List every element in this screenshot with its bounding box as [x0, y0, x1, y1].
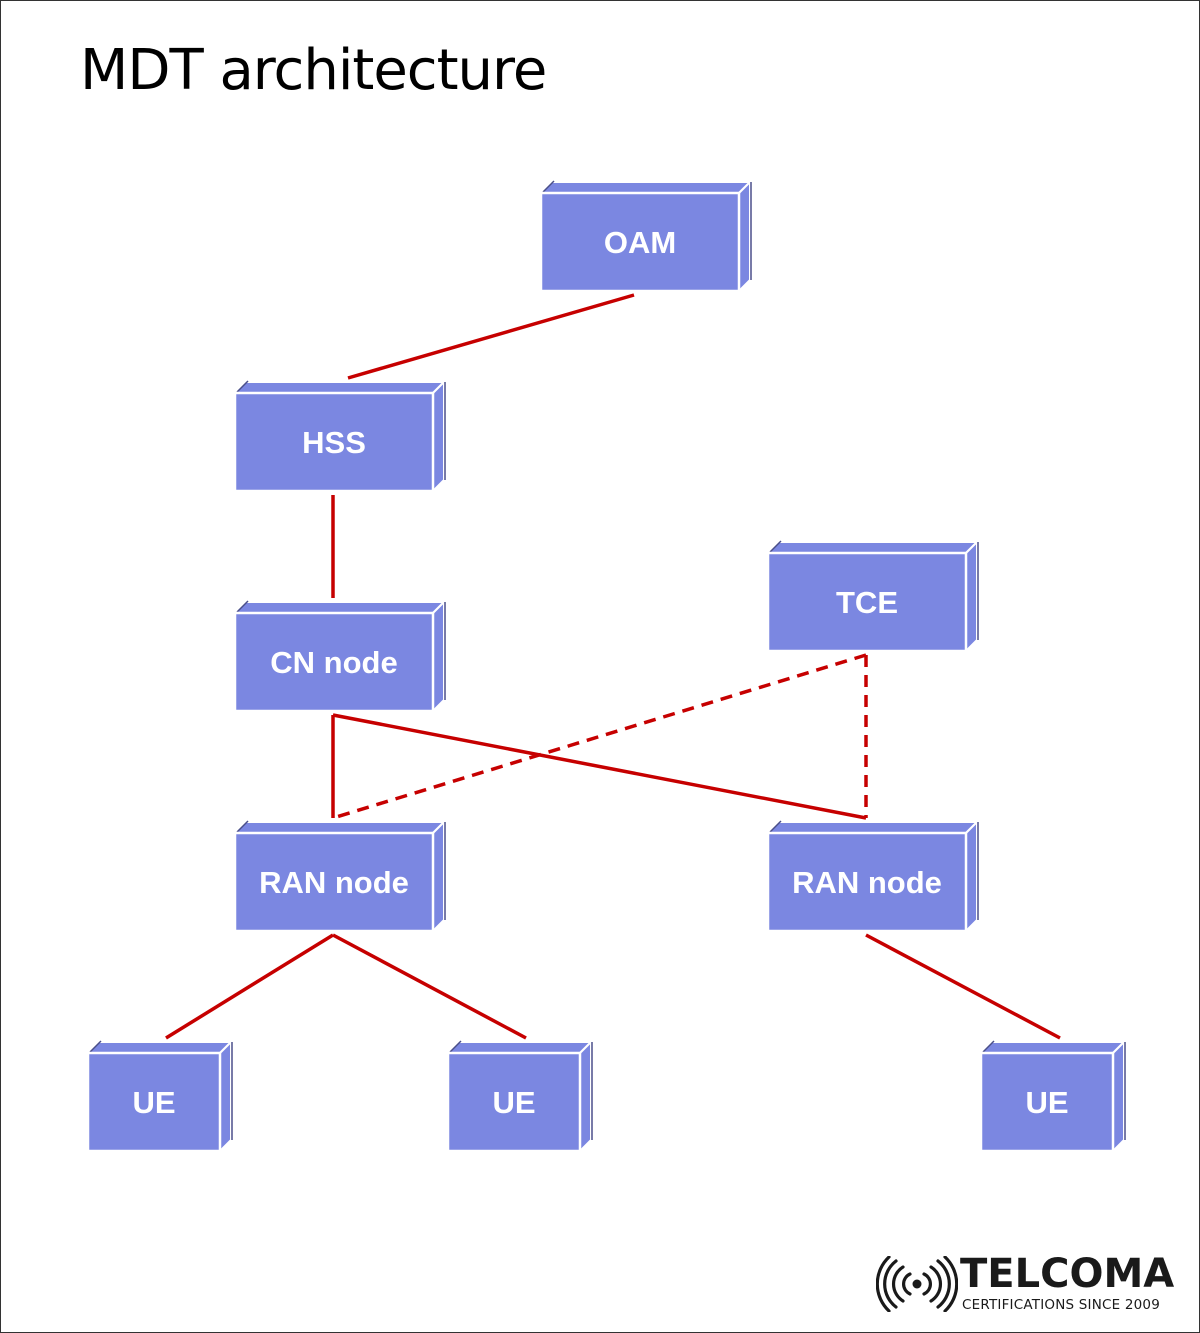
node-tce: TCE [765, 539, 980, 654]
node-cn-top-face [232, 601, 447, 614]
node-cn-front-face [233, 611, 435, 713]
node-ue-1-top-face [85, 1041, 234, 1054]
links [165, 293, 1061, 1040]
node-ran-right-front-face [766, 831, 968, 933]
node-ran-right-edge [769, 820, 782, 833]
node-ue-2-top-face [445, 1041, 594, 1054]
node-cn-label: CN node [270, 645, 397, 680]
broadcast-signal-icon [876, 1256, 958, 1312]
logo-tagline: CERTIFICATIONS SINCE 2009 [962, 1297, 1161, 1313]
node-ran-right: RAN node [765, 819, 980, 934]
node-ue-3-edge [982, 1040, 995, 1053]
node-ran-right-side-face [965, 819, 978, 934]
node-ran-left-edge [236, 820, 249, 833]
node-tce-edge [769, 540, 782, 553]
node-hss-edge [236, 380, 249, 393]
logo-wordmark: TELCOMA [960, 1251, 1175, 1297]
node-ue-2-label: UE [492, 1085, 535, 1120]
node-oam: OAM [538, 179, 753, 294]
node-ran-right-top-face [765, 821, 980, 834]
node-oam-side-face [738, 179, 751, 294]
node-tce-side-face [965, 539, 978, 654]
node-tce-label: TCE [836, 585, 898, 620]
node-oam-edge [542, 180, 555, 193]
link-ran-left-ue1 [165, 933, 334, 1040]
link-oam-hss [347, 293, 635, 380]
node-ue-3: UE [978, 1039, 1127, 1154]
link-ran-right-ue3 [865, 933, 1061, 1040]
link-tce-ran-left [332, 653, 867, 820]
node-oam-top-face [538, 181, 753, 194]
node-ue-1: UE [85, 1039, 234, 1154]
node-hss: HSS [232, 379, 447, 494]
node-oam-front-face [539, 191, 741, 293]
node-ue-2: UE [445, 1039, 594, 1154]
node-hss-label: HSS [302, 425, 366, 460]
node-ue-1-edge [89, 1040, 102, 1053]
node-hss-top-face [232, 381, 447, 394]
node-ue-2-side-face [579, 1039, 592, 1154]
node-tce-top-face [765, 541, 980, 554]
node-cn-side-face [432, 599, 445, 714]
link-ran-left-ue2 [332, 933, 527, 1040]
node-ue-3-front-face [979, 1051, 1115, 1153]
node-ran-left: RAN node [232, 819, 447, 934]
page-title: MDT architecture [80, 38, 547, 103]
node-ue-1-side-face [219, 1039, 232, 1154]
node-hss-side-face [432, 379, 445, 494]
node-ue-1-front-face [86, 1051, 222, 1153]
node-ue-2-front-face [446, 1051, 582, 1153]
node-ue-3-top-face [978, 1041, 1127, 1054]
node-cn: CN node [232, 599, 447, 714]
node-ue-3-side-face [1112, 1039, 1125, 1154]
node-ue-1-label: UE [132, 1085, 175, 1120]
node-oam-label: OAM [604, 225, 676, 260]
node-ran-left-label: RAN node [259, 865, 409, 900]
node-hss-front-face [233, 391, 435, 493]
node-ran-left-side-face [432, 819, 445, 934]
node-ran-right-label: RAN node [792, 865, 942, 900]
node-ran-left-top-face [232, 821, 447, 834]
node-tce-front-face [766, 551, 968, 653]
link-cn-ran-right [332, 713, 867, 820]
node-ran-left-front-face [233, 831, 435, 933]
node-ue-3-label: UE [1025, 1085, 1068, 1120]
node-ue-2-edge [449, 1040, 462, 1053]
telcoma-logo: TELCOMA CERTIFICATIONS SINCE 2009 [872, 1252, 1182, 1320]
node-cn-edge [236, 600, 249, 613]
